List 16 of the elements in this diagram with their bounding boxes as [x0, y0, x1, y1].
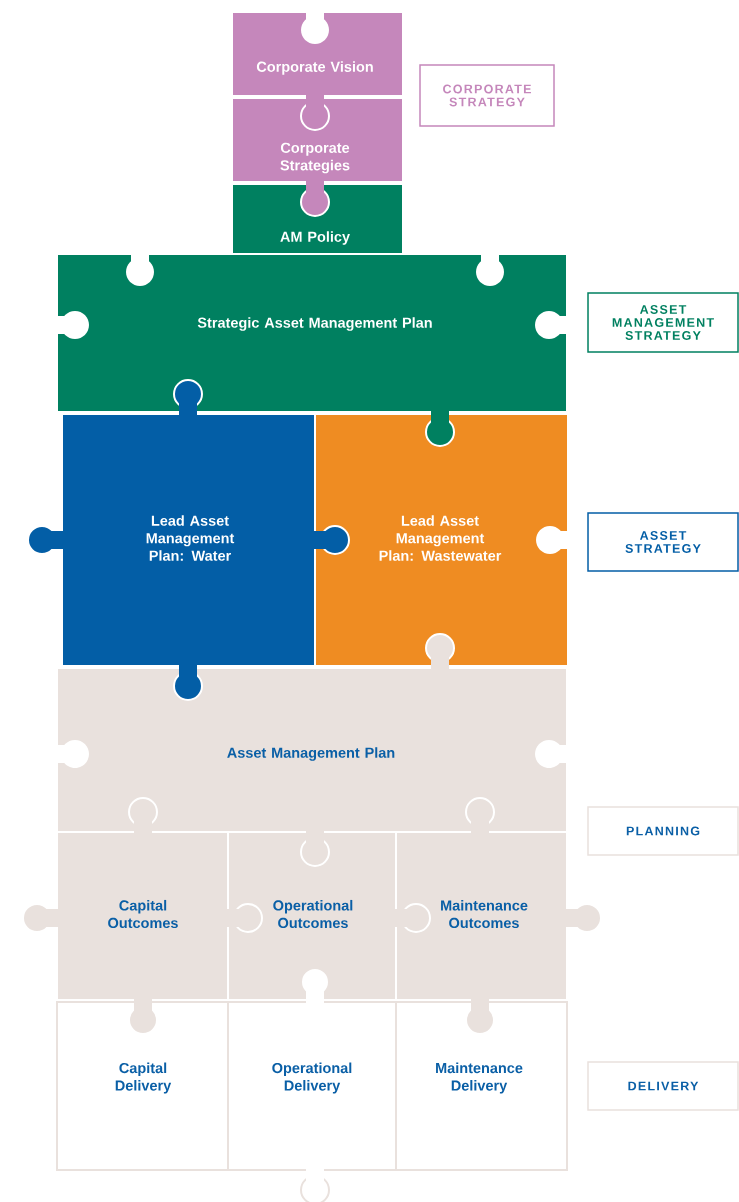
- puzzle-piece: Lead Asset Management Plan: Water: [61, 413, 316, 667]
- puzzle-piece: Corporate Strategies: [231, 97, 404, 183]
- level-label-box: ASSET STRATEGY: [587, 512, 739, 572]
- level-label-box: PLANNING: [587, 806, 739, 856]
- puzzle-piece: Lead Asset Management Plan: Wastewater: [314, 413, 569, 667]
- puzzle-piece: Maintenance Delivery: [395, 1001, 568, 1171]
- puzzle-piece: Maintenance Outcomes: [395, 831, 568, 1001]
- level-label-box: ASSET MANAGEMENT STRATEGY: [587, 292, 739, 353]
- level-label-box: CORPORATE STRATEGY: [419, 64, 555, 127]
- puzzle-piece: Corporate Vision: [231, 11, 404, 97]
- puzzle-piece: Capital Outcomes: [56, 831, 229, 1001]
- puzzle-piece: Operational Delivery: [227, 1001, 397, 1171]
- puzzle-piece: Capital Delivery: [56, 1001, 229, 1171]
- puzzle-piece: Operational Outcomes: [227, 831, 397, 1001]
- level-label-box: DELIVERY: [587, 1061, 739, 1111]
- puzzle-piece: AM Policy: [231, 183, 404, 255]
